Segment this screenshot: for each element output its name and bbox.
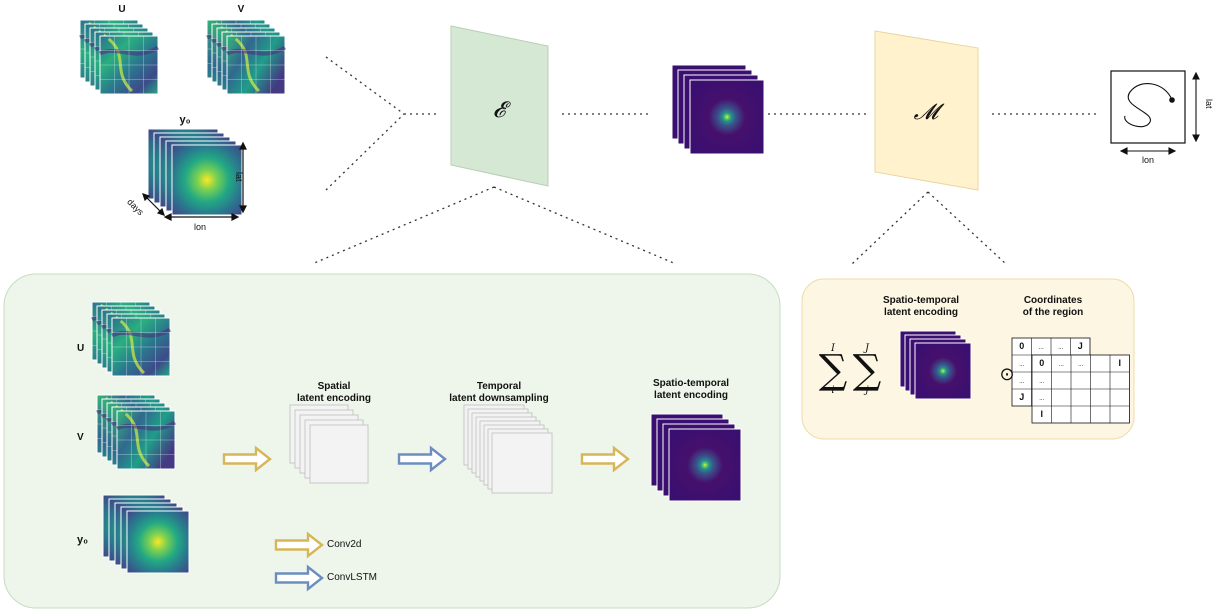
model-st-title-line2: latent encoding [884,307,958,318]
detail-u-label: U [77,343,85,354]
spatial-title-line1: Spatial [317,381,351,392]
detail-u-stack-slice [111,317,172,377]
grid-back-ellipsis-col: ... [1019,362,1024,368]
encoder-detail-panel [3,273,781,609]
model-st-title: Spatio-temporal latent encoding [883,295,959,319]
detail-v-label: V [77,432,84,443]
spatial-title: Spatial latent encoding [297,381,371,405]
model-st-title-line1: Spatio-temporal [882,295,960,306]
top-latent-stack-slice [689,79,765,155]
top-v-label: V [237,4,245,15]
spatial-title-line2: latent encoding [297,393,371,404]
sum-lower-i: i [831,385,835,396]
grid-back-j-top: J [1078,341,1083,351]
grid-front-i-top: I [1118,358,1121,368]
grid-front-ellipsis-col: ... [1039,379,1044,385]
top-y0-stack-slice [171,144,243,216]
coordinate-grid: 0...... J...... J 0...... I...... I [1011,337,1130,424]
top-y0-stack [147,128,243,216]
top-latent-stack [671,64,765,155]
grid-front-ellipsis-row: ... [1059,362,1064,368]
temporal-title: Temporal latent downsampling [449,381,548,405]
trajectory-output [1110,70,1200,155]
detail-u-stack [91,301,172,377]
sum-i-symbol: ∑ [819,347,848,393]
model-latent-stack [899,330,972,400]
spatial-latent-stack-slice [309,424,369,484]
detail-latent-stack-slice [668,428,742,502]
grid-front-i-left: I [1040,409,1043,419]
grid-back-ellipsis-col-2: ... [1019,379,1024,385]
hadamard-symbol: ⊙ [999,364,1015,384]
model-block [874,30,979,191]
legend-conv2d-arrow [274,531,324,559]
coords-title-line1: Coordinates [1023,295,1083,306]
temporal-latent-stack-slice [491,432,553,494]
st-title: Spatio-temporal latent encoding [653,378,729,402]
convlstm-arrow [397,445,447,473]
model-symbol: 𝓜 [913,100,939,125]
grid-back-j-left: J [1019,392,1024,402]
legend-conv2d: Conv2d [327,539,362,550]
traj-lon-label: lon [1141,155,1155,165]
detail-y0-label: y₀ [77,534,89,546]
st-title-line1: Spatio-temporal [652,378,730,389]
traj-lat-label: lat [1204,99,1214,109]
detail-y0-stack [102,494,190,574]
sum-upper-i: I [831,343,835,354]
legend-convlstm-arrow [274,564,324,592]
encoder-symbol: 𝓔 [492,98,506,123]
conv2d-arrow-2 [580,445,630,473]
conv2d-arrow-1 [222,445,272,473]
model-latent-stack-slice [914,342,972,400]
top-lat-label: lat [234,172,244,182]
coords-title-line2: of the region [1022,307,1084,318]
grid-back-origin: 0 [1019,341,1024,351]
connectors [311,56,1098,265]
sum-j-symbol: ∑ [853,347,882,393]
grid-front-ellipsis-row-2: ... [1078,362,1083,368]
trajectory-end-point [1169,97,1175,103]
legend-convlstm: ConvLSTM [327,572,378,583]
trajectory-curve [1124,83,1173,128]
encoder-block [450,25,549,187]
coords-title: Coordinates of the region [1023,295,1084,319]
coordinate-grid-front: 0...... I...... I [1031,354,1130,424]
detail-v-stack [96,394,177,470]
temporal-title-line1: Temporal [476,381,522,392]
detail-y0-stack-slice [126,510,190,574]
top-u-stack-slice [99,35,160,95]
grid-front-ellipsis-col-2: ... [1039,396,1044,402]
temporal-latent-stack [463,404,553,494]
st-title-line2: latent encoding [654,390,728,401]
top-v-stack-slice [226,35,287,95]
grid-back-ellipsis-row-2: ... [1058,345,1063,351]
summation-formula: ∑ ∑ [819,347,882,393]
grid-front-origin: 0 [1039,358,1044,368]
detail-v-stack-slice [116,410,177,470]
sum-lower-j: j [865,385,869,396]
top-lon-label: lon [193,222,207,232]
top-v-stack [206,19,287,95]
top-y0-label: y₀ [179,114,191,126]
spatial-latent-stack [289,404,369,484]
top-u-label: U [118,4,126,15]
sum-upper-j: J [864,343,870,354]
top-u-stack [79,19,160,95]
detail-latent-stack [650,413,742,502]
y0-axes [142,141,247,221]
temporal-title-line2: latent downsampling [449,393,549,404]
grid-back-ellipsis-row: ... [1039,345,1044,351]
